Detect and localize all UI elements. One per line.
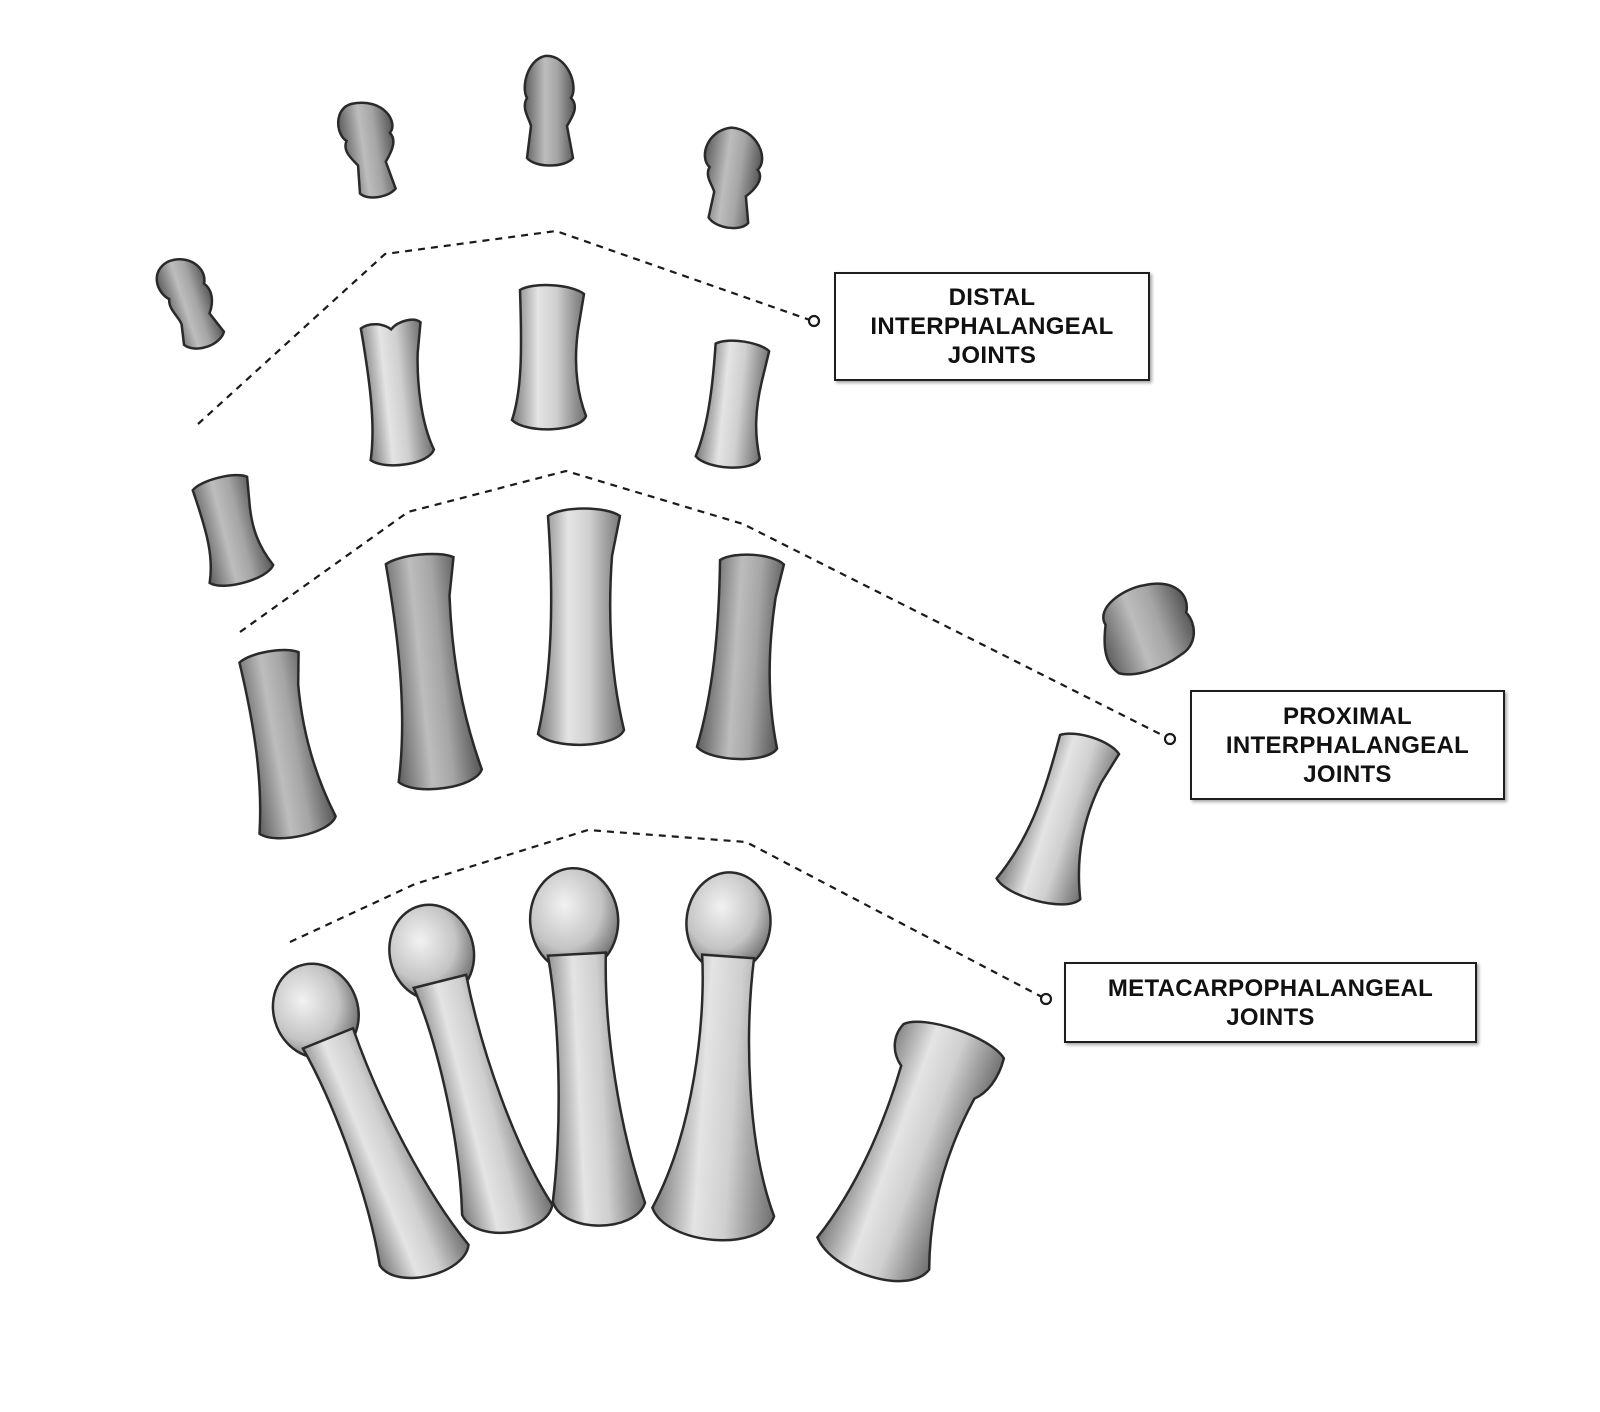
proximal-phalanx-thumb — [995, 732, 1121, 906]
metacarpals — [271, 866, 1006, 1283]
distal-phalanx-index — [337, 101, 398, 199]
pip-label-text: PROXIMAL INTERPHALANGEAL JOINTS — [1225, 702, 1470, 788]
metacarpophalangeal-joints-label: METACARPOPHALANGEAL JOINTS — [1064, 962, 1477, 1043]
metacarpal-little — [271, 962, 470, 1280]
proximal-interphalangeal-joints-label: PROXIMAL INTERPHALANGEAL JOINTS — [1190, 690, 1505, 800]
middle-phalanx-little — [191, 473, 275, 587]
leader-endpoints — [807, 314, 1177, 1006]
pip-leader-line — [239, 469, 1167, 738]
middle-phalanx-middle — [510, 283, 588, 431]
pip-leader-endpoint — [1163, 732, 1177, 746]
metacarpal-index — [651, 871, 776, 1242]
distal-phalanges — [155, 54, 1196, 676]
mcp-leader-line — [289, 828, 1043, 998]
proximal-phalanx-index — [384, 552, 484, 791]
leader-lines — [197, 229, 1167, 998]
metacarpal-ring — [388, 903, 554, 1235]
middle-phalanx-ring — [694, 339, 771, 469]
distal-interphalangeal-joints-label: DISTAL INTERPHALANGEAL JOINTS — [834, 272, 1150, 381]
distal-phalanx-little — [155, 258, 226, 350]
metacarpal-middle — [528, 866, 647, 1227]
dip-leader-line — [197, 229, 811, 425]
proximal-phalanx-little — [238, 648, 337, 840]
distal-phalanx-ring — [703, 126, 764, 230]
mcp-leader-endpoint — [1039, 992, 1053, 1006]
distal-phalanx-thumb — [1102, 582, 1196, 676]
proximal-phalanx-middle — [536, 507, 626, 747]
middle-phalanges — [191, 283, 771, 587]
proximal-phalanx-ring — [695, 553, 786, 761]
dip-label-text: DISTAL INTERPHALANGEAL JOINTS — [870, 284, 1114, 369]
proximal-phalanges — [238, 507, 1121, 906]
mcp-label-text: METACARPOPHALANGEAL JOINTS — [1107, 974, 1434, 1031]
dip-leader-endpoint — [807, 314, 821, 328]
distal-phalanx-middle — [523, 54, 577, 167]
middle-phalanx-index — [359, 318, 436, 467]
metacarpal-thumb — [815, 1020, 1006, 1283]
